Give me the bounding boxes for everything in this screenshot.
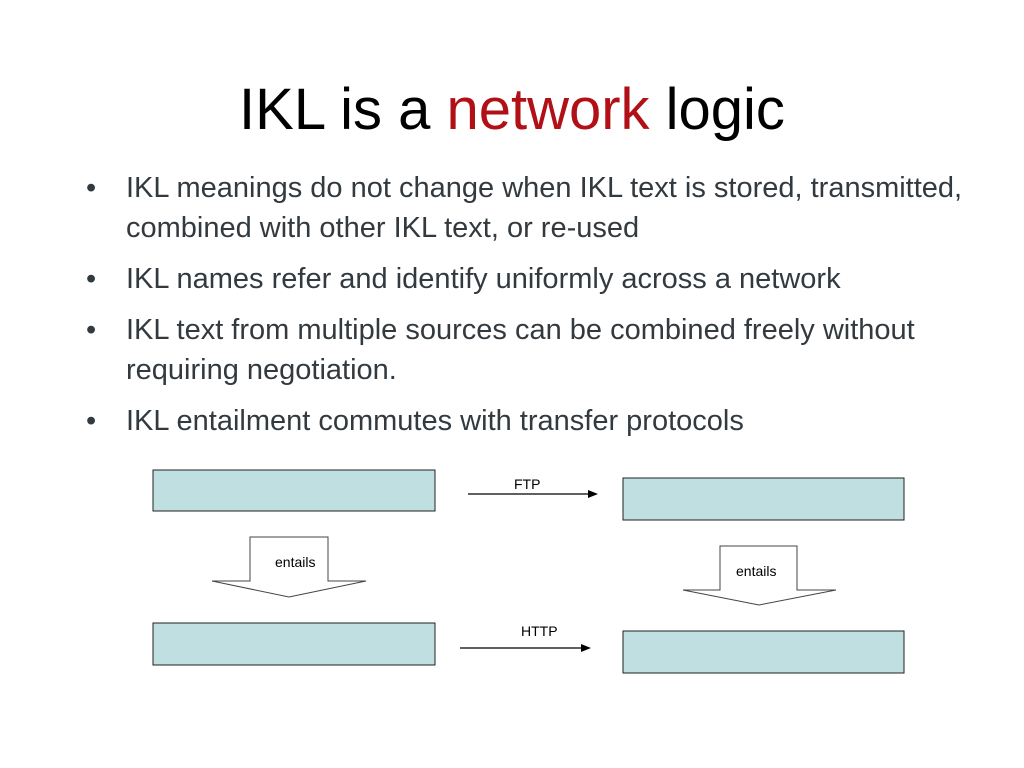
bullet-dot: • xyxy=(86,263,97,295)
title-accent-word: network xyxy=(446,77,650,142)
bullet-item: • IKL names refer and identify uniformly… xyxy=(86,259,966,299)
bullet-text: IKL meanings do not change when IKL text… xyxy=(126,172,963,244)
source-entailment-box xyxy=(152,622,436,666)
bullet-dot: • xyxy=(86,405,97,437)
http-arrow-head xyxy=(581,644,591,652)
title-part-2: logic xyxy=(649,77,785,142)
http-label: HTTP xyxy=(521,623,558,639)
bullet-text: IKL entailment commutes with transfer pr… xyxy=(126,405,744,437)
bullet-dot: • xyxy=(86,314,97,346)
right-entails-arrow xyxy=(682,545,837,606)
title-part-1: IKL is a xyxy=(239,77,447,142)
bullet-text: IKL text from multiple sources can be co… xyxy=(126,314,915,386)
right-entails-label: entails xyxy=(736,563,776,579)
bullet-text: IKL names refer and identify uniformly a… xyxy=(126,263,841,295)
slide-title: IKL is a network logic xyxy=(0,70,1024,150)
left-entails-label: entails xyxy=(275,554,315,570)
left-entails-arrow xyxy=(211,536,367,598)
ftp-arrow xyxy=(468,490,598,498)
ftp-arrow-head xyxy=(588,490,598,498)
bullet-list: • IKL meanings do not change when IKL te… xyxy=(86,168,966,452)
transferred-entailment-box xyxy=(622,630,905,674)
bullet-item: • IKL text from multiple sources can be … xyxy=(86,310,966,390)
bullet-dot: • xyxy=(86,172,97,204)
bullet-item: • IKL entailment commutes with transfer … xyxy=(86,401,966,441)
bullet-item: • IKL meanings do not change when IKL te… xyxy=(86,168,966,248)
http-arrow xyxy=(460,644,591,652)
source-text-box xyxy=(152,469,436,512)
transferred-text-box xyxy=(622,477,905,521)
ftp-label: FTP xyxy=(514,476,540,492)
